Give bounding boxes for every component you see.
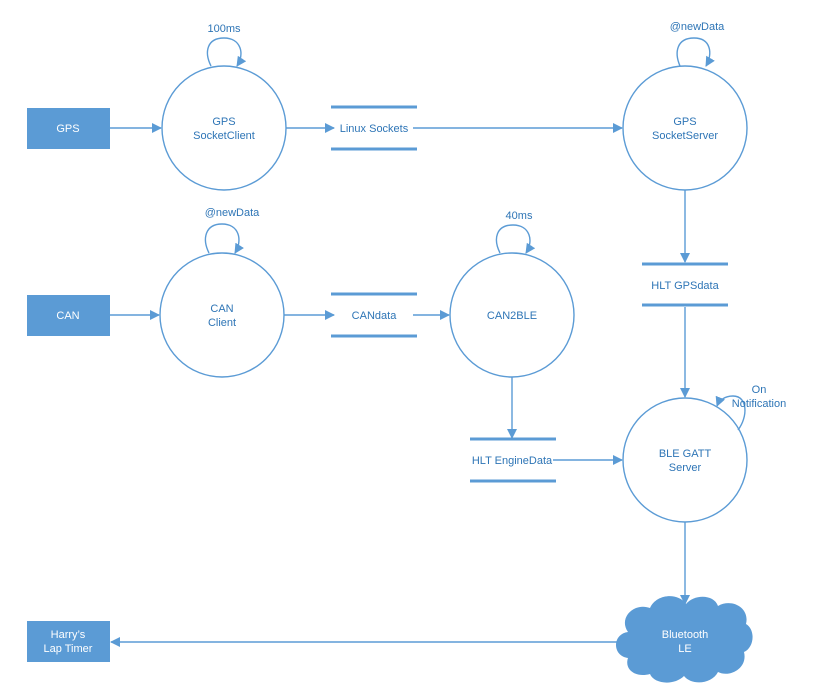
- ble-gatt-server-label-line1: BLE GATT: [659, 448, 712, 460]
- ble-gatt-server-process: On Notification BLE GATT Server: [622, 384, 786, 523]
- can2ble-process: 40ms CAN2BLE: [449, 210, 575, 378]
- gps-socket-client-loop: [206, 37, 247, 67]
- linux-sockets-label: Linux Sockets: [340, 123, 409, 135]
- ble-gatt-server-loop-label-line2: Notification: [732, 398, 786, 410]
- lap-timer-label-line1: Harry’s: [51, 629, 86, 641]
- hlt-gpsdata-label: HLT GPSdata: [651, 280, 719, 292]
- can2ble-label: CAN2BLE: [487, 310, 537, 322]
- gps-socket-server-loop: [676, 37, 715, 67]
- hlt-gpsdata-store: HLT GPSdata: [642, 262, 728, 307]
- can2ble-loop-label: 40ms: [506, 210, 533, 222]
- can-client-loop: [204, 223, 244, 254]
- gps-socket-server-loop-label: @newData: [670, 21, 725, 33]
- can-entity: CAN: [27, 295, 110, 336]
- ble-gatt-server-label-line2: Server: [669, 462, 702, 474]
- gps-entity-label: GPS: [56, 123, 79, 135]
- gps-socket-client-label-line2: SocketClient: [193, 130, 255, 142]
- gps-socket-server-process: @newData GPS SocketServer: [622, 21, 748, 191]
- gps-socket-client-process: 100ms GPS SocketClient: [161, 23, 287, 191]
- candata-label: CANdata: [352, 310, 398, 322]
- gps-socket-client-loop-label: 100ms: [207, 23, 241, 35]
- can-client-label-line1: CAN: [210, 303, 233, 315]
- linux-sockets-store: Linux Sockets: [331, 105, 417, 151]
- gps-socket-server-label-line1: GPS: [673, 116, 696, 128]
- gps-entity: GPS: [27, 108, 110, 149]
- can-entity-label: CAN: [56, 310, 79, 322]
- bluetooth-le-cloud: Bluetooth LE: [616, 596, 753, 683]
- hlt-enginedata-label: HLT EngineData: [472, 455, 553, 467]
- can-client-loop-label: @newData: [205, 207, 260, 219]
- candata-store: CANdata: [331, 292, 417, 338]
- gps-socket-server-label-line2: SocketServer: [652, 130, 718, 142]
- hlt-enginedata-store: HLT EngineData: [470, 437, 556, 483]
- ble-gatt-server-loop-label-line1: On: [752, 384, 767, 396]
- can-client-label-line2: Client: [208, 317, 236, 329]
- can2ble-loop: [495, 224, 536, 254]
- lap-timer-label-line2: Lap Timer: [44, 643, 93, 655]
- ble-gatt-server-loop: [715, 395, 746, 431]
- lap-timer-entity: Harry’s Lap Timer: [27, 621, 110, 662]
- can-client-process: @newData CAN Client: [159, 207, 285, 378]
- gps-socket-client-label-line1: GPS: [212, 116, 235, 128]
- bluetooth-le-label-line2: LE: [678, 643, 691, 655]
- bluetooth-le-label-line1: Bluetooth: [662, 629, 708, 641]
